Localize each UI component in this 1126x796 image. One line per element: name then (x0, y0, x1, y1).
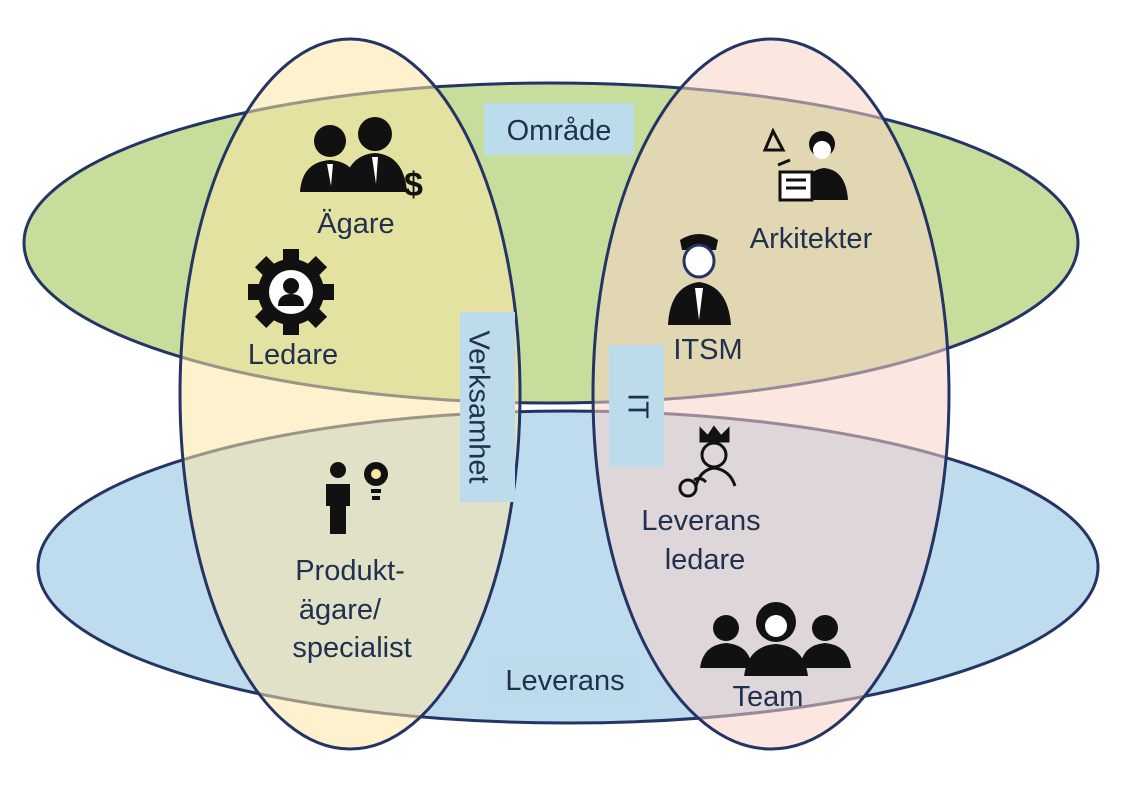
it-ellipse (591, 37, 951, 751)
produkt-line-2: ägare/ (299, 594, 382, 626)
verksamhet-label: Verksamhet (462, 330, 494, 483)
produkt-line-3: specialist (292, 632, 411, 664)
leveransledare-line-1: Leverans (641, 505, 760, 537)
produkt-line-1: Produkt- (295, 555, 405, 587)
leverans-label: Leverans (505, 665, 624, 697)
architect-icon (762, 127, 848, 202)
officer-icon (668, 234, 731, 325)
ledare-label: Ledare (248, 339, 338, 371)
agare-label: Ägare (317, 208, 394, 240)
it-label: IT (621, 393, 653, 419)
owners-dollar-icon: $ (300, 117, 423, 204)
leader-crown-icon (678, 425, 737, 498)
itsm-label: ITSM (673, 334, 742, 366)
team-label: Team (733, 681, 804, 713)
leverans-tag: Leverans (490, 655, 638, 705)
svg-text:$: $ (404, 166, 423, 204)
gear-person-icon (248, 249, 334, 335)
it-tag: IT (609, 345, 664, 467)
person-lightbulb-icon (326, 462, 388, 534)
omrade-tag: Område (484, 103, 634, 155)
leveransledare-line-2: ledare (665, 544, 746, 576)
verksamhet-tag: Verksamhet (460, 312, 515, 502)
omrade-label: Område (507, 115, 612, 147)
verksamhet-ellipse (178, 37, 522, 751)
arkitekter-label: Arkitekter (750, 223, 873, 255)
team-icon (700, 602, 851, 676)
